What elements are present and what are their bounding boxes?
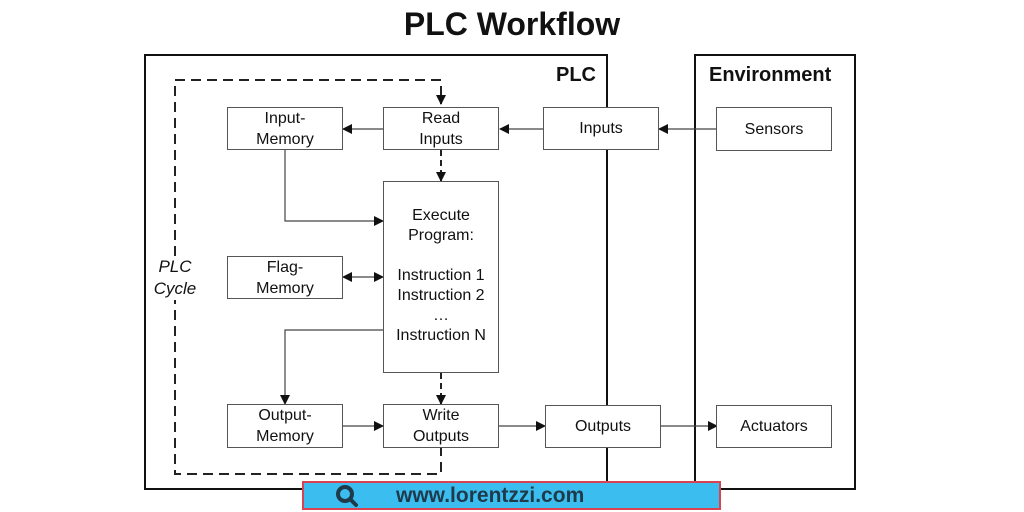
arrow-input-memory-to-execute — [284, 150, 384, 226]
plc-cycle-label: PLC Cycle — [152, 256, 198, 300]
execute-program-block: Execute Program: Instruction 1 Instructi… — [383, 181, 499, 373]
diagram-title: PLC Workflow — [403, 6, 621, 42]
read-inputs-block: Read Inputs — [383, 107, 499, 150]
website-url[interactable]: www.lorentzzi.com — [396, 483, 585, 507]
plc-cycle-loop — [174, 79, 446, 475]
environment-label: Environment — [709, 64, 832, 86]
outputs-block: Outputs — [545, 405, 661, 448]
write-outputs-block: Write Outputs — [383, 404, 499, 448]
arrow-execute-to-output-memory — [280, 329, 383, 405]
website-banner[interactable]: www.lorentzzi.com — [302, 481, 721, 510]
environment-frame — [694, 54, 856, 490]
plc-label: PLC — [556, 64, 596, 86]
search-icon — [336, 484, 358, 507]
sensors-block: Sensors — [716, 107, 832, 151]
input-memory-block: Input- Memory — [227, 107, 343, 150]
flag-memory-block: Flag- Memory — [227, 256, 343, 299]
inputs-block: Inputs — [543, 107, 659, 150]
actuators-block: Actuators — [716, 405, 832, 448]
output-memory-block: Output- Memory — [227, 404, 343, 448]
